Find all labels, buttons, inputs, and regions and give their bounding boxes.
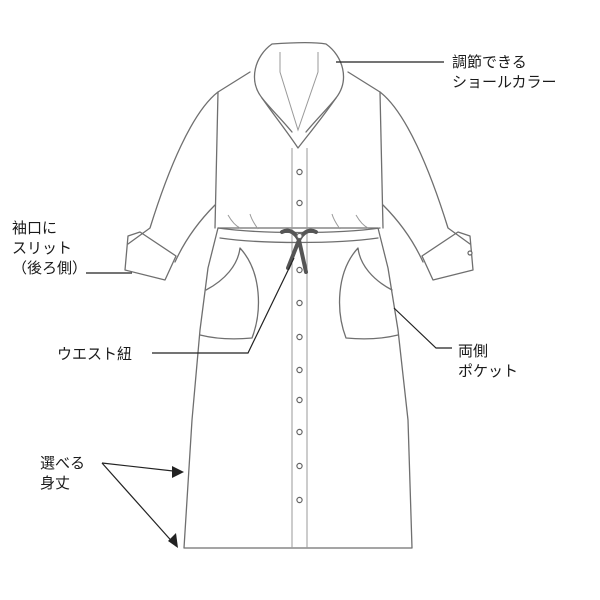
right-pocket bbox=[338, 247, 399, 340]
collar-inner bbox=[279, 52, 319, 132]
waist-tie-callout: ウエスト紐 bbox=[57, 344, 132, 364]
cuff-callout-line3: （後ろ側） bbox=[12, 259, 88, 277]
waist-leader bbox=[152, 257, 295, 354]
front-placket bbox=[291, 148, 308, 548]
length-callout-line2: 身丈 bbox=[40, 474, 71, 492]
length-leader-top bbox=[101, 462, 183, 473]
left-sleeve bbox=[127, 91, 219, 263]
right-cuff bbox=[421, 231, 474, 281]
collar-callout-line2: ショールカラー bbox=[452, 73, 557, 91]
cuff-callout-line1: 袖口に bbox=[12, 219, 58, 237]
collar-roll bbox=[261, 97, 337, 133]
length-arrow-bottom bbox=[168, 533, 178, 548]
front-button bbox=[296, 299, 303, 307]
front-button bbox=[296, 396, 303, 404]
left-cuff bbox=[124, 231, 177, 281]
pockets-callout-line2: ポケット bbox=[458, 362, 519, 380]
robe-body-outline bbox=[183, 227, 413, 549]
waist-tie bbox=[280, 228, 318, 274]
cuff-button bbox=[467, 250, 473, 256]
length-callout: 選べる 身丈 bbox=[40, 453, 85, 493]
collar-callout-line1: 調節できる bbox=[452, 53, 527, 71]
waist-gathers bbox=[227, 213, 369, 230]
waist-callout-line1: ウエスト紐 bbox=[57, 345, 133, 363]
left-pocket bbox=[199, 247, 260, 340]
front-button bbox=[296, 333, 303, 341]
front-button bbox=[296, 462, 303, 470]
collar-callout: 調節できる ショールカラー bbox=[452, 52, 557, 92]
front-button bbox=[296, 366, 303, 374]
cuff-callout: 袖口に スリット （後ろ側） bbox=[12, 218, 87, 278]
front-button bbox=[296, 428, 303, 436]
front-button bbox=[296, 232, 303, 240]
front-button bbox=[296, 496, 303, 504]
length-leader-bottom bbox=[101, 462, 177, 547]
front-buttons bbox=[296, 168, 303, 504]
pockets-callout-line1: 両側 bbox=[458, 342, 489, 360]
front-button bbox=[296, 168, 303, 176]
cuff-callout-line2: スリット bbox=[12, 239, 73, 257]
front-button bbox=[296, 266, 303, 274]
right-sleeve bbox=[379, 91, 471, 263]
pocket-leader bbox=[393, 307, 452, 349]
shawl-collar bbox=[253, 41, 345, 149]
front-button bbox=[296, 199, 303, 207]
pockets-callout: 両側 ポケット bbox=[458, 341, 518, 381]
length-arrow-top bbox=[172, 466, 184, 478]
length-callout-line1: 選べる bbox=[40, 454, 86, 472]
